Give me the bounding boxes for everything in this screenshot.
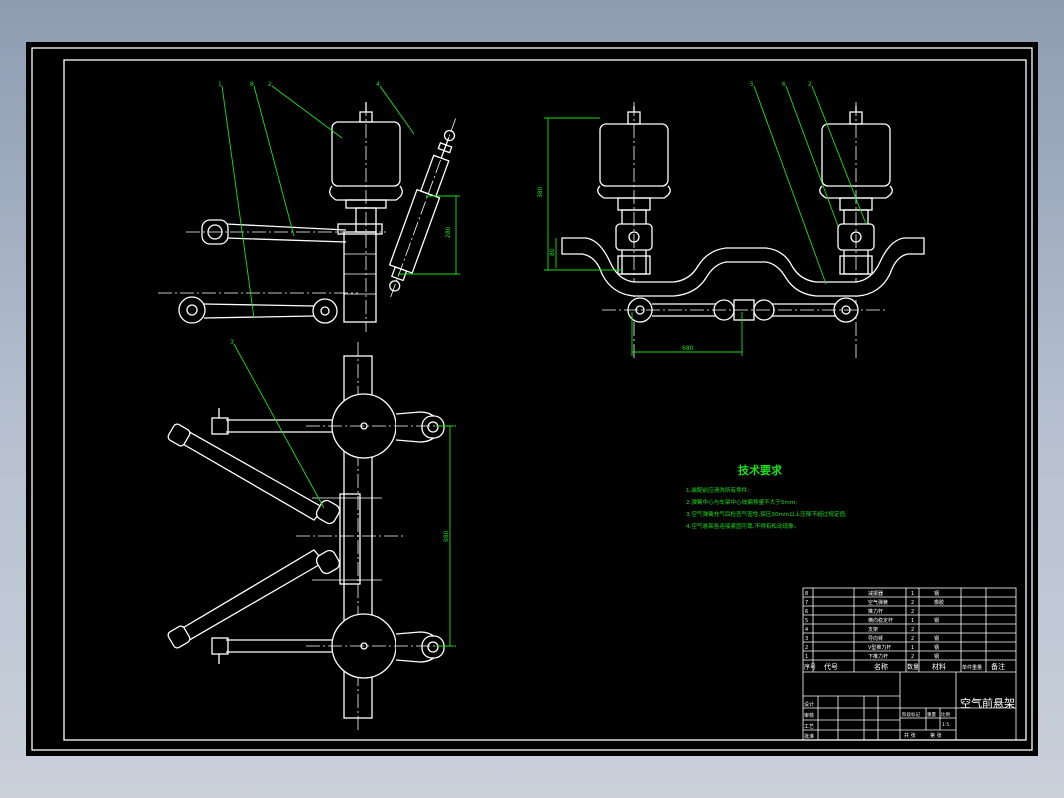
part-material: 钢 [934,644,939,651]
part-qty: 2 [911,600,914,606]
svg-text:材料: 材料 [932,662,946,671]
tech-req-item: 4.空气悬架各连接紧固可靠,不得有松动现象。 [686,522,799,530]
part-seq: 2 [805,645,808,651]
part-seq: 8 [805,591,808,597]
part-qty: 1 [911,618,914,624]
leader-1 [221,85,255,319]
svg-text:备注: 备注 [991,662,1005,671]
callout-8: 8 [250,81,254,88]
svg-text:名称: 名称 [874,662,888,671]
tech-req-title: 技术要求 [738,463,783,477]
svg-text:比例: 比例 [941,711,950,718]
v-rod-lower [174,549,325,643]
part-seq: 5 [805,618,808,624]
parts-list: 8 减振器 1 钢 7 空气弹簧 2 橡胶 6 推力杆 2 5 横向稳定杆 1 … [805,590,944,660]
part-material: 钢 [934,590,939,597]
title-block: 8 减振器 1 钢 7 空气弹簧 2 橡胶 6 推力杆 2 5 横向稳定杆 1 … [802,587,1017,741]
callout-5: 5 [750,81,754,88]
v-rod-upper [174,429,325,521]
technical-requirements: 技术要求 1.装配前应清洗所有零件; 2.弹簧中心与车架中心线偏移量不大于5mm… [686,463,847,530]
part-qty: 2 [911,609,914,615]
cad-drawing-canvas: 280 1 8 2 4 [31,47,1033,751]
part-qty: 2 [911,654,914,660]
svg-text:审核: 审核 [804,712,814,719]
svg-text:第 张: 第 张 [930,732,942,739]
svg-text:重量: 重量 [927,711,936,718]
top-view: 980 3 [167,339,456,732]
outer-border [31,47,1033,751]
part-seq: 6 [805,609,808,615]
svg-text:1:5: 1:5 [942,722,949,728]
part-name: 支架 [868,626,878,633]
inner-frame [63,59,1027,741]
part-name: 下推力杆 [868,653,888,660]
side-view: 380 80 680 5 6 2 [537,81,925,358]
callout-2b: 2 [808,81,812,88]
svg-text:280: 280 [445,226,452,238]
part-qty: 2 [911,627,914,633]
part-seq: 4 [805,627,808,633]
part-name: 推力杆 [868,608,883,615]
part-material: 橡胶 [934,599,944,606]
support-bracket [343,231,377,323]
front-view: 280 1 8 2 4 [158,81,460,332]
axle-beam [561,237,925,297]
svg-text:代号: 代号 [824,662,838,671]
part-name: 空气弹簧 [868,599,888,606]
svg-text:980: 980 [443,530,450,542]
leader-2 [271,85,343,139]
svg-text:工艺: 工艺 [804,724,814,730]
callout-2: 2 [268,81,272,88]
part-name: 减振器 [868,590,883,597]
part-seq: 7 [805,600,808,606]
callout-1: 1 [218,81,222,88]
tech-req-item: 3.空气弹簧充气后检查气密性,保压30min以上压降不超过规定值; [686,510,847,518]
svg-text:阶段标记: 阶段标记 [902,711,920,718]
drawing-sheet: 280 1 8 2 4 [26,42,1038,756]
svg-text:设计: 设计 [804,701,814,708]
svg-text:680: 680 [682,345,694,352]
callout-6: 6 [782,81,786,88]
svg-text:单件重量: 单件重量 [962,664,982,671]
part-qty: 1 [911,591,914,597]
tech-req-item: 2.弹簧中心与车架中心线偏移量不大于5mm; [686,498,797,506]
tech-req-item: 1.装配前应清洗所有零件; [686,486,749,494]
callout-3: 3 [230,339,234,346]
parts-list-header: 序号 代号 名称 数量 材料 单件重量 备注 [804,662,1005,671]
part-seq: 3 [805,636,808,642]
callout-4: 4 [376,81,380,88]
part-seq: 1 [805,654,808,660]
leader-8 [253,85,295,237]
svg-text:380: 380 [537,186,544,198]
drawing-title: 空气前悬架 [960,696,1015,710]
part-material: 钢 [934,653,939,660]
svg-text:批准: 批准 [804,733,814,740]
part-qty: 1 [911,645,914,651]
part-material: 钢 [934,635,939,642]
svg-text:80: 80 [549,248,556,256]
part-name: V型推力杆 [868,644,891,651]
svg-text:共 张: 共 张 [904,732,916,739]
svg-text:序号: 序号 [804,663,816,671]
part-name: 横向稳定杆 [868,617,893,624]
svg-text:数量: 数量 [907,663,919,671]
part-material: 钢 [934,617,939,624]
part-qty: 2 [911,636,914,642]
leader-4 [379,85,415,135]
part-name: 导向臂 [868,635,883,642]
